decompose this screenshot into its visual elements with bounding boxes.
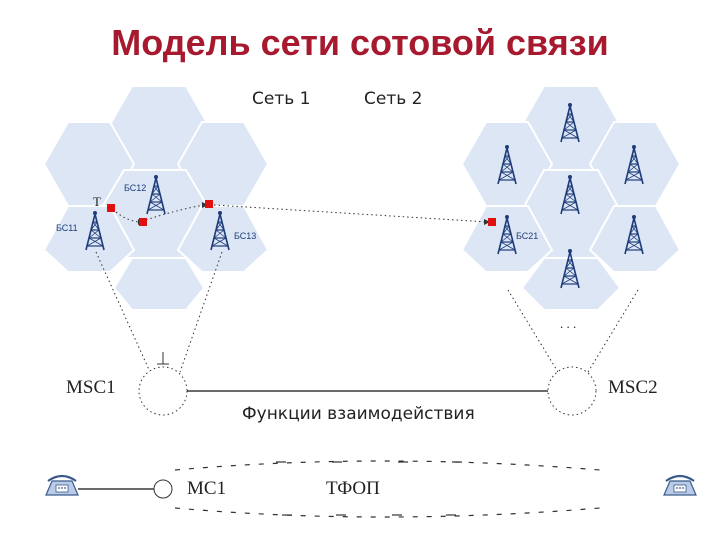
mobile-station-icon bbox=[139, 218, 147, 226]
handover-path bbox=[115, 204, 489, 223]
msc1-label: MSC1 bbox=[66, 377, 116, 398]
mobile-station-icon bbox=[107, 204, 115, 212]
telephone-icon bbox=[662, 474, 698, 497]
bs11-label: БС11 bbox=[56, 223, 78, 233]
bs13-label: БС13 bbox=[234, 231, 257, 241]
msc1-node bbox=[138, 366, 188, 416]
msc2-label: MSC2 bbox=[608, 377, 658, 398]
msc2-node bbox=[547, 366, 597, 416]
bs21-label: БС21 bbox=[516, 231, 539, 241]
bs12-label: БС12 bbox=[124, 183, 147, 193]
pstn-label: ТФОП bbox=[326, 478, 380, 499]
page-title: Модель сети сотовой связи bbox=[111, 22, 609, 63]
mc1-node bbox=[153, 479, 173, 499]
network-1-label: Сеть 1 bbox=[252, 89, 311, 109]
mc1-label: МС1 bbox=[187, 478, 227, 499]
interworking-label: Функции взаимодействия bbox=[242, 404, 475, 424]
pstn-cloud bbox=[174, 460, 601, 518]
ellipsis-label: . . . bbox=[560, 316, 577, 331]
telephone-icon bbox=[44, 474, 80, 497]
msc1-links bbox=[95, 251, 223, 373]
cell bbox=[112, 257, 206, 311]
cell bbox=[176, 205, 270, 273]
network-2-label: Сеть 2 bbox=[364, 89, 423, 109]
cell bbox=[588, 205, 682, 273]
network-1-cells bbox=[42, 85, 270, 311]
mobile-station-icon bbox=[488, 218, 496, 226]
terminal-label: T bbox=[93, 194, 101, 209]
mobile-station-icon bbox=[205, 200, 213, 208]
